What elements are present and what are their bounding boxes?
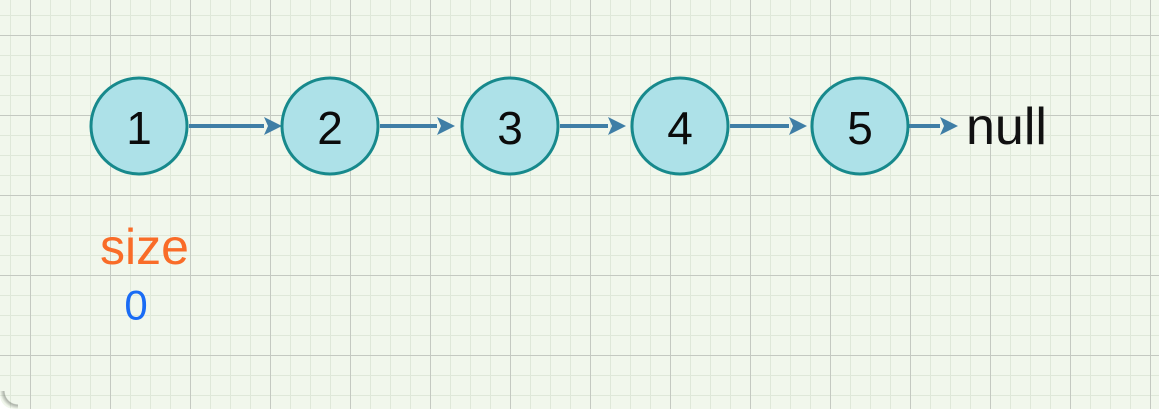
- list-node-label: 4: [667, 102, 693, 154]
- size-annotation-value: 0: [124, 282, 147, 329]
- list-node-label: 1: [126, 102, 152, 154]
- list-node[interactable]: 5: [810, 76, 910, 176]
- list-node[interactable]: 3: [460, 76, 560, 176]
- size-annotation-label: size: [100, 219, 189, 275]
- list-node-label: 3: [497, 102, 523, 154]
- arrow-node4-to-node5: [730, 117, 807, 135]
- list-node[interactable]: 2: [280, 76, 380, 176]
- null-terminator-label: null: [966, 98, 1047, 156]
- arrow-node3-to-node4: [560, 117, 626, 135]
- list-node[interactable]: 1: [89, 76, 189, 176]
- arrow-node1-to-node2: [189, 117, 282, 135]
- list-node-label: 5: [847, 102, 873, 154]
- arrow-node2-to-node3: [380, 117, 455, 135]
- list-node-label: 2: [317, 102, 343, 154]
- list-node[interactable]: 4: [630, 76, 730, 176]
- arrow-node5-to-null: [909, 117, 958, 135]
